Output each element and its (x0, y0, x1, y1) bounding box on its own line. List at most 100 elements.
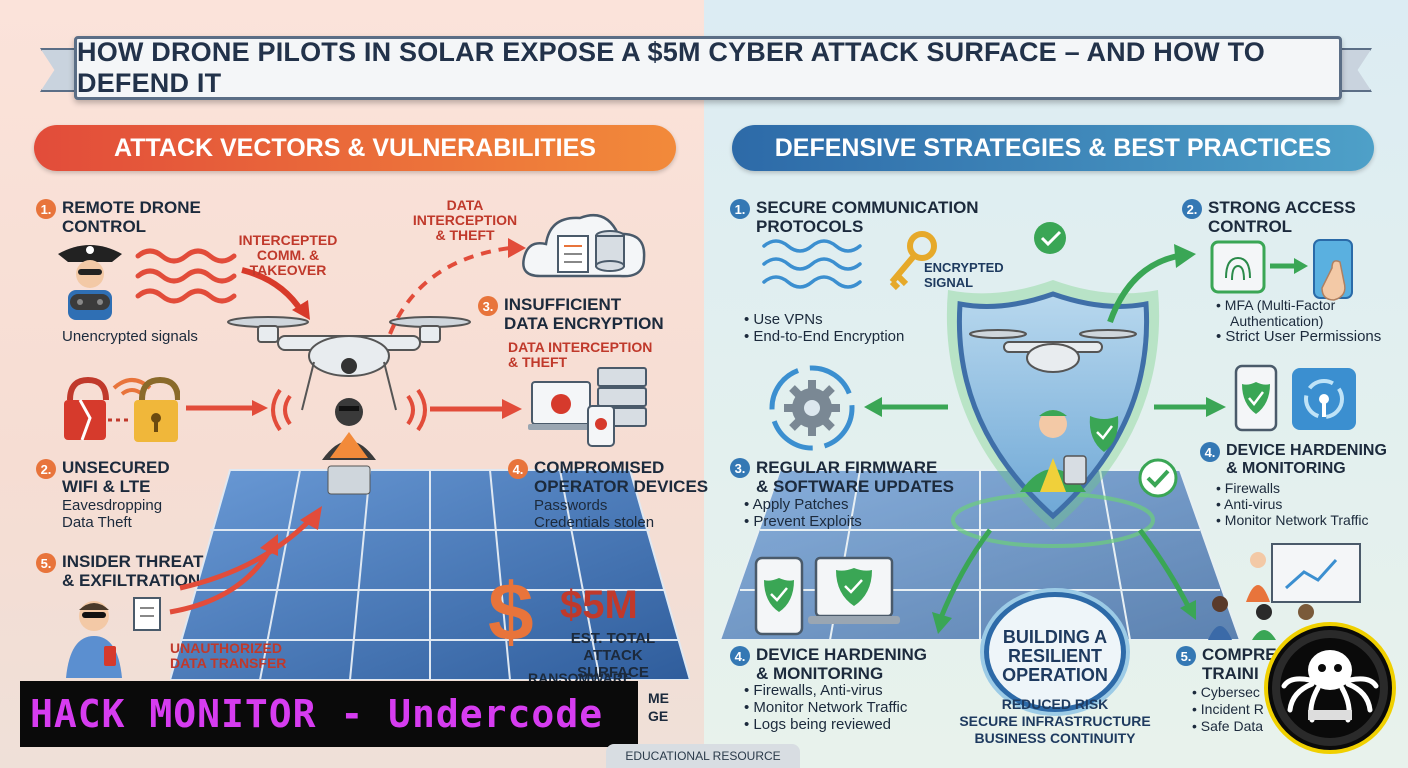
resilient-outcomes: REDUCED RISK SECURE INFRASTRUCTURE BUSIN… (950, 696, 1160, 747)
defense-1-title-line-2: PROTOCOLS (756, 217, 864, 236)
defense-3-title: REGULAR FIRMWARE & SOFTWARE UPDATES (756, 458, 954, 496)
attack-2-body-line-2: Data Theft (62, 514, 132, 531)
defense-bottom-green-arrows (932, 528, 1196, 634)
attack-5-title-line-1: INSIDER THREAT (62, 552, 204, 571)
defense-5-bullet-2: • Incident R (1192, 701, 1264, 717)
defense-3-title-line-1: REGULAR FIRMWARE (756, 458, 938, 477)
defense-2-number: 2. (1182, 199, 1202, 219)
resilient-outcome-2: SECURE INFRASTRUCTURE (959, 713, 1151, 729)
attack-4-body-line-1: Passwords (534, 497, 608, 514)
attack-1-arrow-line-3: TAKEOVER (249, 262, 327, 278)
attack-3-top-line-1: DATA (446, 197, 484, 213)
attack-4-body: Passwords Credentials stolen (534, 497, 654, 531)
hacker-with-controller-icon (58, 245, 122, 320)
defense-4b-title-line-1: DEVICE HARDENING (756, 645, 927, 664)
defense-4b-title-line-2: & MONITORING (756, 664, 884, 683)
broken-lock-and-wifi-icon (64, 376, 180, 442)
attack-4-number: 4. (508, 459, 528, 479)
drone-with-hacker-illustration (227, 316, 471, 495)
attack-section-header: ATTACK VECTORS & VULNERABILITIES (34, 125, 676, 171)
defense-4a-bullet-2: • Anti-virus (1216, 496, 1283, 512)
defense-5-bullet-1: • Cybersec (1192, 684, 1260, 700)
cloud-database-icon (522, 214, 646, 278)
phone-and-monitor-shield-icon (1234, 364, 1356, 432)
attack-2-body: Eavesdropping Data Theft (62, 497, 162, 531)
defense-5-title-line-1: COMPRE (1202, 645, 1277, 664)
attack-4-title-line-1: COMPROMISED (534, 458, 665, 477)
green-check-icon (1138, 458, 1178, 498)
data-theft-dashed-arrow (388, 238, 526, 335)
defense-5-bullets: • Cybersec • Incident R • Safe Data (1192, 684, 1264, 735)
device-attack-arrow (430, 399, 522, 419)
defense-3-bullets: • Apply Patches • Prevent Exploits (744, 496, 862, 530)
phone-laptop-shield-icon (754, 556, 900, 636)
attack-3-top-line-2: INTERCEPTION (412, 212, 518, 228)
attack-1-arrow-line-1: INTERCEPTED (238, 232, 338, 248)
cost-label: EST. TOTAL ATTACK SURFACE (548, 630, 678, 681)
attack-2-number: 2. (36, 459, 56, 479)
resilient-line-2: RESILIENT (1007, 646, 1102, 666)
defense-4b-title: DEVICE HARDENING & MONITORING (756, 645, 927, 683)
attack-5-arrow-line-2: DATA TRANSFER (170, 655, 287, 671)
defense-1-bullet-1: • Use VPNs (744, 311, 823, 328)
defense-4b-bullet-3: • Logs being reviewed (744, 716, 892, 733)
defense-4a-title: DEVICE HARDENING & MONITORING (1226, 442, 1387, 478)
encrypted-signal-key-icon (762, 231, 937, 291)
attack-1-body: Unencrypted signals (62, 328, 198, 345)
defense-5-title: COMPRE TRAINI (1202, 645, 1277, 683)
defense-4b-bullet-2: • Monitor Network Traffic (744, 699, 908, 716)
defense-1-title: SECURE COMMUNICATION PROTOCOLS (756, 198, 979, 236)
resilient-operation-title: BUILDING A RESILIENT OPERATION (990, 628, 1120, 685)
page-title: HOW DRONE PILOTS IN SOLAR EXPOSE A $5M C… (77, 37, 1265, 98)
watermark-text: HACK MONITOR - Undercode (30, 692, 604, 736)
attack-5-arrow-label: UNAUTHORIZED DATA TRANSFER (170, 641, 286, 671)
cost-amount: $5M (560, 583, 638, 627)
ransomware-label-fragment-1: ME (648, 690, 669, 706)
defense-2-bullets: • MFA (Multi-Factor Authentication) • St… (1216, 297, 1381, 345)
attack-3-top-line-3: & THEFT (435, 227, 495, 243)
octopus-logo-icon (1264, 622, 1396, 754)
attack-3-sub-label: DATA INTERCEPTION & THEFT (508, 340, 652, 370)
attack-1-title: REMOTE DRONE CONTROL (62, 198, 201, 236)
gear-update-icon (769, 365, 855, 451)
defense-3-number: 3. (730, 458, 750, 478)
attack-2-title-line-1: UNSECURED (62, 458, 170, 477)
defense-2-bullet-1: • MFA (Multi-Factor (1216, 297, 1336, 313)
attack-2-title-line-2: WIFI & LTE (62, 477, 151, 496)
protective-shield-illustration (946, 222, 1160, 548)
defense-2-bullet-1-continued: Authentication) (1230, 313, 1324, 329)
attack-1-title-line-1: REMOTE DRONE (62, 198, 201, 217)
attack-3-top-label: DATA INTERCEPTION & THEFT (412, 198, 518, 243)
solar-field-left-illustration (170, 469, 690, 680)
defense-4a-number: 4. (1200, 442, 1220, 462)
title-banner: HOW DRONE PILOTS IN SOLAR EXPOSE A $5M C… (74, 36, 1342, 100)
watermark-banner: HACK MONITOR - Undercode (20, 681, 638, 747)
attack-2-body-line-1: Eavesdropping (62, 497, 163, 514)
defense-4b-bullets: • Firewalls, Anti-virus • Monitor Networ… (744, 682, 907, 733)
attack-3-title: INSUFFICIENT DATA ENCRYPTION (504, 295, 664, 333)
defense-4b-number: 4. (730, 646, 750, 666)
defense-1-key-label: ENCRYPTED SIGNAL (924, 260, 1004, 290)
attack-5-title: INSIDER THREAT & EXFILTRATION (62, 552, 203, 590)
attack-5-title-line-2: & EXFILTRATION (62, 571, 201, 590)
attack-4-body-line-2: Credentials stolen (534, 514, 655, 531)
cost-label-line-1: EST. TOTAL (570, 630, 656, 647)
attack-1-title-line-2: CONTROL (62, 217, 147, 236)
defense-4a-title-line-2: & MONITORING (1226, 460, 1346, 477)
infected-devices-icon (528, 367, 647, 447)
defense-2-title-line-2: CONTROL (1208, 217, 1293, 236)
defense-4-green-arrow (1154, 397, 1226, 417)
attack-1-arrow-line-2: COMM. & (256, 247, 320, 263)
defense-5-number: 5. (1176, 646, 1196, 666)
attack-1-number: 1. (36, 199, 56, 219)
insider-with-usb-icon (66, 597, 161, 678)
attack-5-number: 5. (36, 553, 56, 573)
defense-3-bullet-1: • Apply Patches (744, 496, 849, 513)
defense-section-header: DEFENSIVE STRATEGIES & BEST PRACTICES (732, 125, 1374, 171)
defense-2-green-arrow (1107, 244, 1196, 324)
defense-2-title-line-1: STRONG ACCESS (1208, 198, 1356, 217)
defense-1-bullet-2: • End-to-End Encryption (744, 328, 905, 345)
defense-5-bullet-3: • Safe Data (1192, 718, 1264, 734)
cost-label-line-2: ATTACK SURFACE (577, 647, 649, 681)
resilient-outcome-1: REDUCED RISK (1001, 696, 1109, 712)
